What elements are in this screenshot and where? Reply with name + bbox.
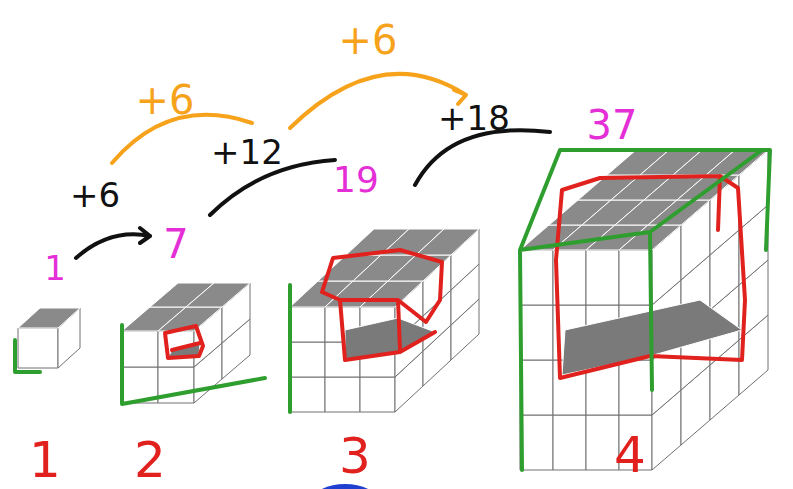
difference-label: +18 xyxy=(438,101,510,135)
cube-cell xyxy=(290,307,325,342)
green-edge xyxy=(15,340,40,372)
green-edge xyxy=(520,150,770,470)
cube-cell xyxy=(18,328,58,368)
red-outline xyxy=(322,250,442,360)
hand-marks xyxy=(15,74,770,489)
red-outline xyxy=(165,326,203,358)
cube-cell xyxy=(122,331,158,367)
cube-cell xyxy=(186,283,250,307)
figure-number: 1 xyxy=(29,435,61,485)
count-label: 37 xyxy=(587,105,638,145)
difference-label: +6 xyxy=(70,178,120,212)
count-label: 7 xyxy=(163,224,188,264)
cube-cell xyxy=(553,415,586,470)
cube-cell xyxy=(520,250,553,305)
cube-cell xyxy=(18,308,80,328)
count-label: 1 xyxy=(44,251,66,285)
cube-cell xyxy=(619,250,652,305)
cube-cell xyxy=(619,360,652,415)
cube-cell xyxy=(586,415,619,470)
difference-label: +12 xyxy=(211,135,283,169)
cube-stacks xyxy=(18,150,768,470)
cube-cell xyxy=(520,305,553,360)
difference-label: +6 xyxy=(136,80,195,120)
black-arc xyxy=(76,228,150,258)
blue-blob xyxy=(313,484,377,489)
figure-number: 3 xyxy=(339,431,371,481)
cube-cell xyxy=(586,250,619,305)
cube-cell xyxy=(290,377,325,412)
figure-number: 4 xyxy=(614,430,646,480)
count-label: 19 xyxy=(333,162,379,198)
green-edge xyxy=(122,325,265,404)
figure-number: 2 xyxy=(134,435,166,485)
cube-cell xyxy=(360,377,395,412)
cube-cell xyxy=(360,281,423,307)
green-edge xyxy=(288,285,292,412)
cube-cell xyxy=(520,415,553,470)
cube-cell xyxy=(520,360,553,415)
cube-cell xyxy=(416,229,479,255)
cube-cell xyxy=(290,342,325,377)
cube-cell xyxy=(325,377,360,412)
black-arc xyxy=(415,130,550,185)
difference-label: +6 xyxy=(339,20,398,60)
